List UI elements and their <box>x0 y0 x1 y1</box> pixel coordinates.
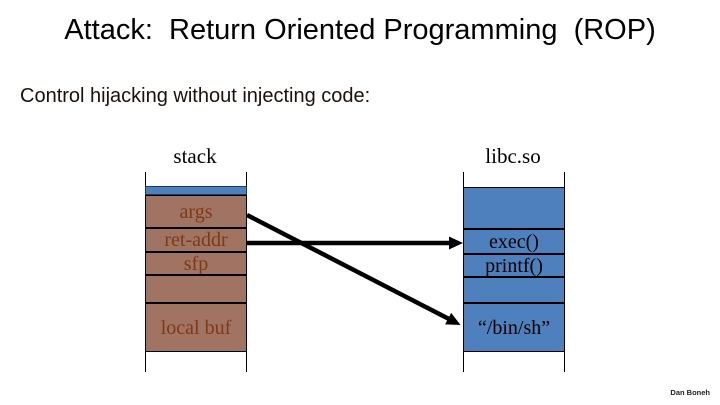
stack-cell-empty <box>145 275 247 303</box>
libc-cell-printf: printf() <box>463 254 565 277</box>
arrow-args-to-bin-sh <box>245 212 461 325</box>
slide-title: Attack: Return Oriented Programming (ROP… <box>64 14 656 46</box>
stack-cell-ret-addr: ret-addr <box>145 228 247 252</box>
slide-subtitle: Control hijacking without injecting code… <box>20 85 371 107</box>
author-credit: Dan Boneh <box>670 388 710 397</box>
stack-column-label: stack <box>173 144 217 168</box>
libc-cell-empty-top <box>463 187 565 229</box>
libc-cell-empty-mid <box>463 277 565 303</box>
libc-cell-bin-sh: “/bin/sh” <box>463 303 565 352</box>
stack-cell-sfp: sfp <box>145 252 247 275</box>
libc-cell-exec: exec() <box>463 229 565 254</box>
stack-cell-top-of-stack-strip <box>145 186 247 195</box>
stack-cell-local-buf: local buf <box>145 303 247 352</box>
stack-cell-args: args <box>145 195 247 228</box>
stack-column: args ret-addr sfp local buf <box>145 172 247 372</box>
libc-column-label: libc.so <box>485 144 541 168</box>
libc-column: exec() printf() “/bin/sh” <box>463 172 565 372</box>
